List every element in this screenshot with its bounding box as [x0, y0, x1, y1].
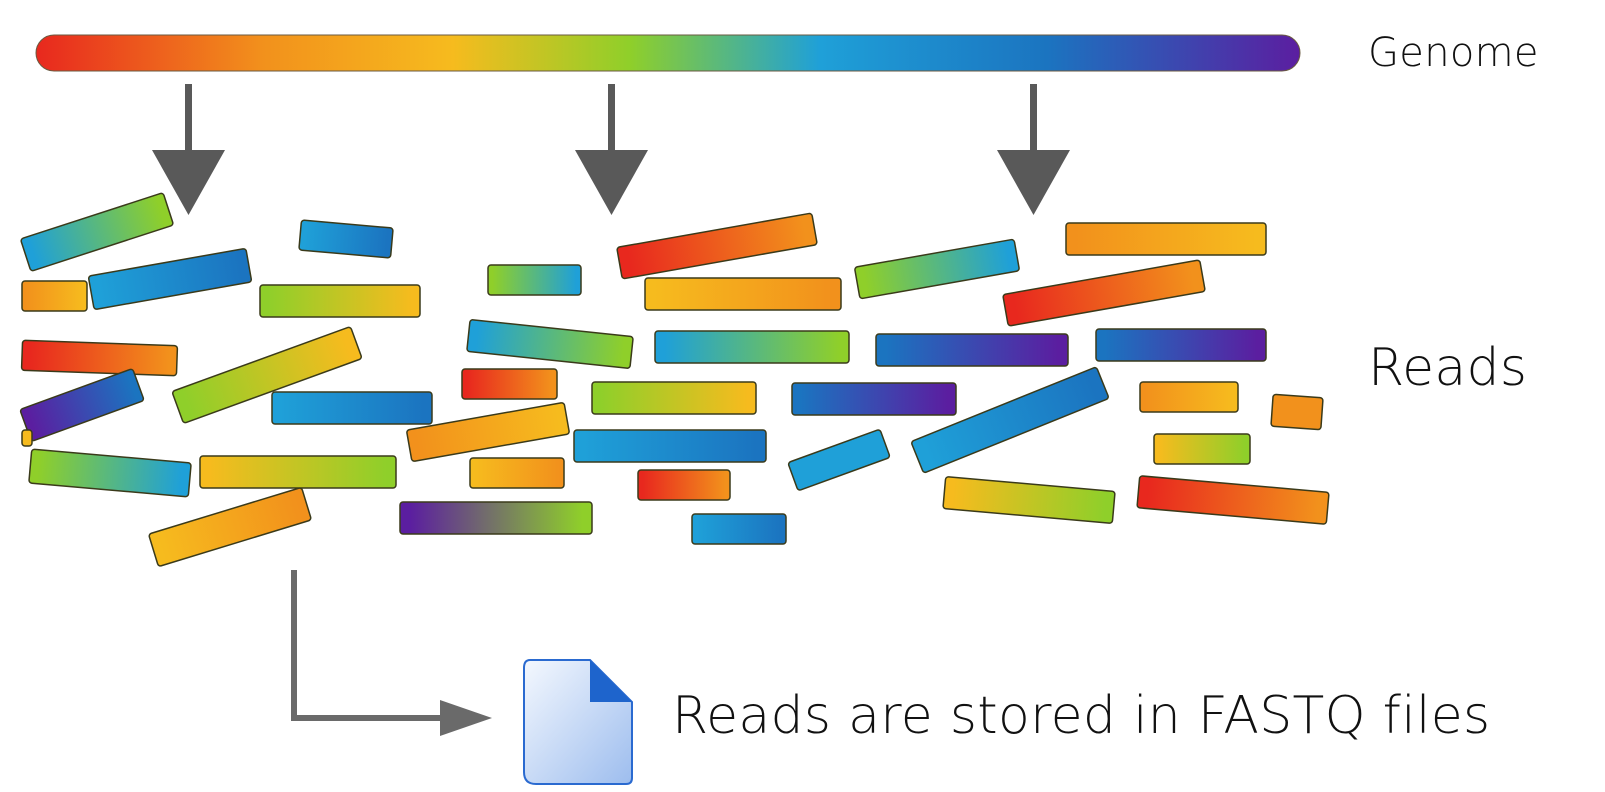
arrow-down-icon	[575, 84, 648, 215]
read-fragment	[1095, 328, 1267, 362]
file-icon	[523, 659, 633, 785]
read-fragment	[1139, 381, 1239, 413]
elbow-arrow	[291, 570, 492, 736]
read-fragment	[28, 448, 192, 498]
read-fragment	[20, 192, 174, 272]
read-fragment	[637, 469, 731, 501]
read-fragment	[21, 280, 88, 312]
read-fragment	[1002, 259, 1206, 327]
read-fragment	[591, 381, 757, 415]
read-fragment	[654, 330, 850, 364]
read-fragment	[469, 457, 565, 489]
read-fragment	[1153, 433, 1251, 465]
read-fragment	[573, 429, 767, 463]
read-fragment	[911, 366, 1109, 474]
genome-bar	[35, 34, 1301, 72]
reads-label: Reads	[1368, 338, 1528, 398]
read-fragment	[271, 391, 433, 425]
read-fragment	[616, 212, 818, 280]
read-fragment	[1270, 393, 1324, 431]
read-fragment	[399, 501, 593, 535]
read-fragment	[644, 277, 842, 311]
read-fragment	[691, 513, 787, 545]
read-fragment	[172, 326, 362, 424]
read-fragment	[791, 382, 957, 416]
read-fragment	[19, 368, 145, 442]
read-fragment	[461, 368, 558, 400]
read-fragment	[787, 429, 891, 491]
read-fragment	[1136, 475, 1330, 525]
reads-cluster	[19, 192, 1330, 567]
read-fragment	[20, 339, 179, 377]
read-fragment	[942, 476, 1116, 524]
read-fragment	[148, 487, 312, 567]
read-fragment	[298, 219, 394, 259]
read-fragment	[87, 248, 253, 310]
read-fragment	[1065, 222, 1267, 256]
read-fragment	[487, 264, 582, 296]
arrow-down-icon	[152, 84, 225, 215]
fastq-files-label: Reads are stored in FASTQ files	[672, 686, 1491, 746]
read-fragment	[854, 238, 1020, 300]
genome-label: Genome	[1368, 30, 1539, 76]
read-fragment	[875, 333, 1069, 367]
read-fragment	[259, 284, 421, 318]
read-fragment	[21, 429, 33, 447]
read-fragment	[466, 319, 634, 369]
read-fragment	[199, 455, 397, 489]
arrow-down-icon	[997, 84, 1070, 215]
read-fragment	[406, 402, 570, 462]
